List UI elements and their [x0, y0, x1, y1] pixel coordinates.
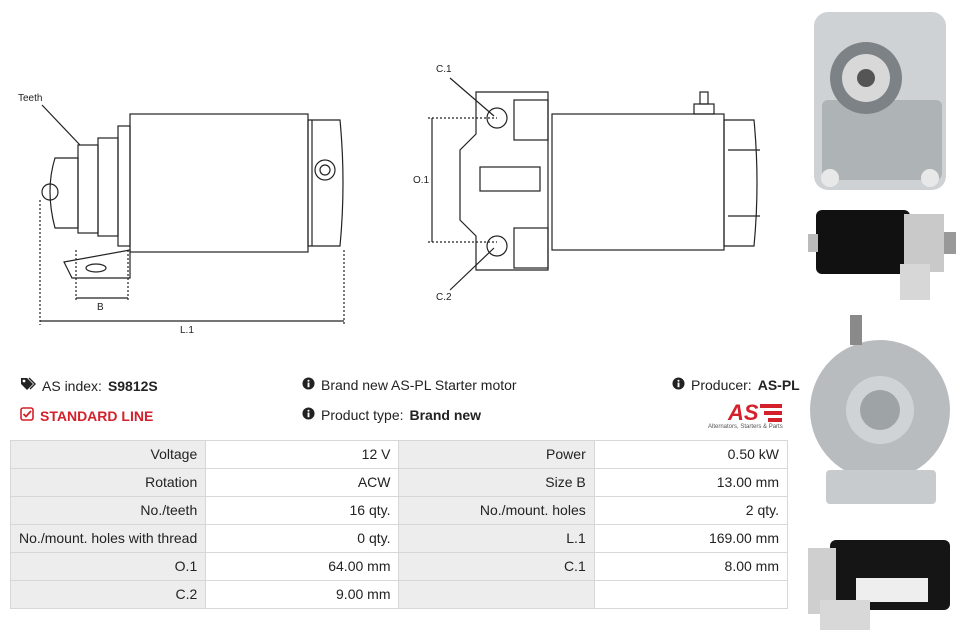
spec-value: 16 qty.: [205, 496, 400, 525]
product-type-row: Product type: Brand new: [302, 407, 481, 423]
spec-key: No./teeth: [9, 496, 207, 525]
product-type-label: Product type:: [321, 407, 404, 423]
spec-value: 0.50 kW: [593, 440, 789, 469]
product-photo-side[interactable]: [808, 210, 956, 300]
svg-text:AS: AS: [727, 400, 759, 425]
product-type-value: Brand new: [409, 407, 482, 423]
as-index-row: AS index: S9812S: [20, 377, 158, 394]
spec-value: 0 qty.: [205, 524, 400, 553]
b-dimension-label: B: [97, 302, 104, 313]
spec-key: Power: [398, 440, 595, 469]
spec-key: Rotation: [9, 468, 207, 497]
spec-value: 2 qty.: [593, 496, 789, 525]
product-photo-gear-end[interactable]: [814, 12, 946, 190]
product-photos: [808, 12, 956, 630]
spec-value: 8.00 mm: [593, 552, 789, 581]
teeth-label: Teeth: [18, 93, 42, 104]
tags-icon: [20, 377, 36, 394]
c1-dimension-label: C.1: [436, 64, 452, 75]
description-row: Brand new AS-PL Starter motor: [302, 377, 517, 393]
spec-key: L.1: [398, 524, 595, 553]
producer-row: Producer: AS-PL: [672, 377, 800, 393]
as-pl-logo: AS: [727, 400, 782, 425]
spec-key: Voltage: [9, 440, 207, 469]
spec-value: [593, 580, 789, 609]
spec-value: ACW: [205, 468, 400, 497]
technical-drawing: Teeth B L.1 C.1 O.1 C.2: [18, 64, 760, 336]
as-index-value: S9812S: [107, 377, 158, 394]
l1-dimension-label: L.1: [180, 325, 194, 336]
logo-subtitle: Alternators, Starters & Parts: [708, 424, 783, 430]
spec-value: 13.00 mm: [593, 468, 789, 497]
info-circle-icon: [672, 377, 685, 393]
standard-line-row: STANDARD LINE: [20, 407, 153, 424]
mounting-flange: [459, 91, 549, 271]
standard-line-label: STANDARD LINE: [40, 407, 154, 424]
spec-value: 64.00 mm: [205, 552, 400, 581]
info-circle-icon: [302, 377, 315, 393]
check-square-icon: [20, 407, 34, 424]
o1-dimension-label: O.1: [413, 175, 430, 186]
pinion-gear: [77, 144, 99, 234]
motor-end-cap: [307, 119, 344, 247]
product-photo-back[interactable]: [810, 315, 950, 504]
product-photo-label[interactable]: [808, 540, 950, 630]
c2-dimension-label: C.2: [436, 292, 452, 303]
motor-body: [129, 113, 309, 253]
spec-key: [398, 580, 595, 609]
spec-value: 9.00 mm: [205, 580, 400, 609]
spec-key: Size B: [398, 468, 595, 497]
spec-key: O.1: [9, 552, 207, 581]
info-circle-icon: [302, 407, 315, 423]
spec-value: 12 V: [205, 440, 400, 469]
as-index-label: AS index:: [42, 377, 102, 394]
spec-value: 169.00 mm: [593, 524, 789, 553]
producer-label: Producer:: [691, 377, 752, 393]
product-description: Brand new AS-PL Starter motor: [321, 377, 517, 393]
spec-key: No./mount. holes with thread: [9, 524, 207, 553]
spec-key: No./mount. holes: [398, 496, 595, 525]
spec-key: C.1: [398, 552, 595, 581]
spec-key: C.2: [9, 580, 207, 609]
producer-value: AS-PL: [757, 377, 800, 393]
